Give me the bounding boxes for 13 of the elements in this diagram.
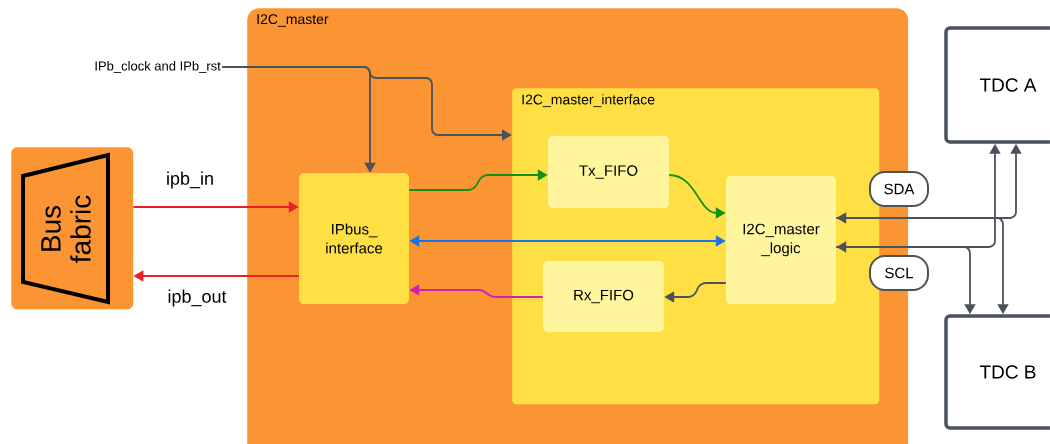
block-box: IPbus_ interface — [299, 173, 409, 304]
bus-block: Bus fabric — [11, 147, 134, 310]
edge-label: ipb_out — [166, 288, 228, 308]
arrow — [221, 66, 512, 141]
device-box: TDC B — [944, 314, 1050, 430]
signal-pill: SCL — [869, 255, 929, 291]
block-box: Rx_FIFO — [543, 261, 664, 332]
signal-label: IPb_clock and IPb_rst — [95, 61, 221, 73]
device-box: TDC A — [944, 26, 1050, 144]
block-box: I2C_master _logic — [726, 176, 836, 304]
signal-pill: SDA — [869, 171, 929, 207]
block-box: Tx_FIFO — [548, 136, 669, 208]
edge-label: ipb_in — [165, 170, 216, 190]
